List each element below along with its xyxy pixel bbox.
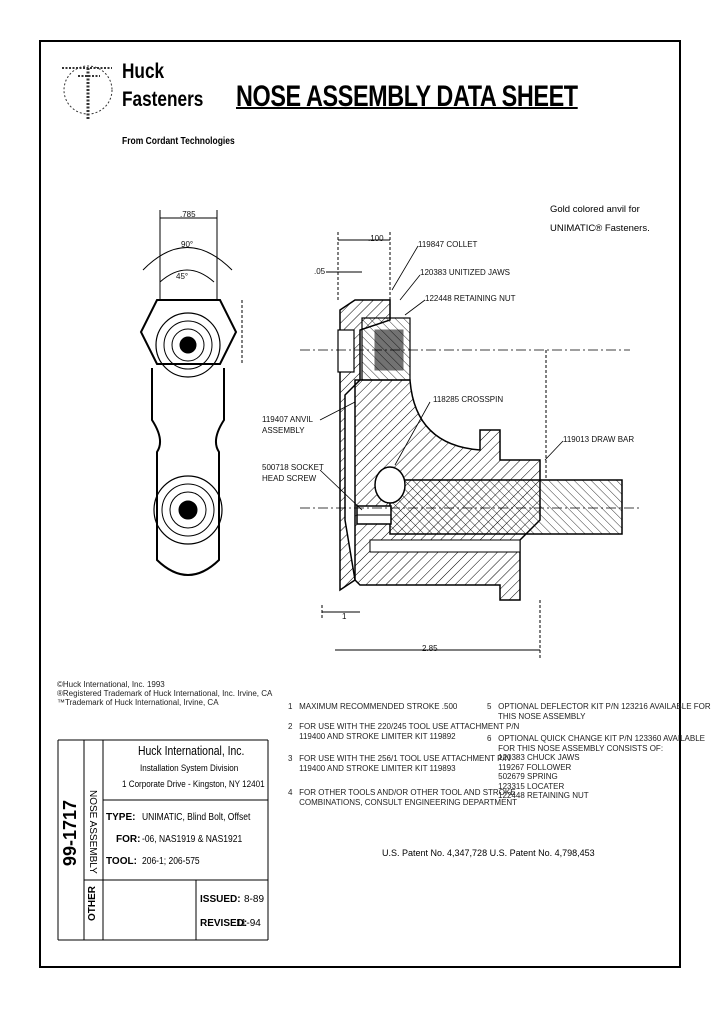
dim-width-top: .785 xyxy=(180,210,196,219)
tb-tool-value: 206-1; 206-575 xyxy=(142,856,200,867)
tb-revised-label: REVISED: xyxy=(200,918,248,929)
nose-section-view xyxy=(300,232,640,660)
logo-subtitle: From Cordant Technologies xyxy=(122,136,235,147)
note-item: 6 OPTIONAL QUICK CHANGE KIT P/N 123360 A… xyxy=(487,734,706,800)
tb-type-label: TYPE: xyxy=(106,812,136,823)
tb-for-label: FOR: xyxy=(116,834,141,845)
dim-angle-outer: 90° xyxy=(181,240,194,249)
label-collet: 119847 COLLET xyxy=(418,240,478,249)
other-label: OTHER xyxy=(87,886,98,921)
label-anvil: 119407 ANVIL ASSEMBLY xyxy=(262,415,314,435)
label-draw-bar: 119013 DRAW BAR xyxy=(563,435,635,444)
note-item: 4 FOR OTHER TOOLS AND/OR OTHER TOOL AND … xyxy=(288,788,518,807)
page-title: NOSE ASSEMBLY DATA SHEET xyxy=(236,80,578,113)
tb-type-value: UNIMATIC, Blind Bolt, Offset xyxy=(142,812,251,823)
trademark-line: ™Trademark of Huck International, Irvine… xyxy=(57,698,219,707)
dim-100: .100 xyxy=(368,234,384,243)
tb-address: 1 Corporate Drive - Kingston, NY 12401 xyxy=(122,779,265,790)
logo-huck-text: Huck xyxy=(122,60,165,83)
logo-fasteners-text: Fasteners xyxy=(122,88,204,111)
dim-overall: 2.85 xyxy=(422,644,438,653)
note-item: 1 MAXIMUM RECOMMENDED STROKE .500 xyxy=(288,702,458,711)
sheet-border xyxy=(39,40,681,968)
note-item: 5 OPTIONAL DEFLECTOR KIT P/N 123216 AVAI… xyxy=(487,702,711,721)
label-crosspin: 118285 CROSSPIN xyxy=(433,395,504,404)
dim-05: .05 xyxy=(314,267,326,276)
tb-issued-value: 8-89 xyxy=(244,894,265,905)
huck-logo-icon xyxy=(62,65,113,120)
dim-bottom-left: 1 xyxy=(342,612,347,621)
note-item: 3 FOR USE WITH THE 256/1 TOOL USE ATTACH… xyxy=(288,754,511,773)
label-socket-screw: 500718 SOCKET HEAD SCREW xyxy=(262,463,324,483)
note-item: 2 FOR USE WITH THE 220/245 TOOL USE ATTA… xyxy=(288,722,520,741)
side-label: NOSE ASSEMBLY xyxy=(87,790,98,874)
doc-number: 99-1717 xyxy=(60,800,80,867)
dim-angle-inner: 45° xyxy=(176,272,189,281)
title-block-lines xyxy=(57,739,269,941)
tb-issued-label: ISSUED: xyxy=(200,894,241,905)
label-jaws: 120383 UNITIZED JAWS xyxy=(420,268,510,277)
trademark-line: ®Registered Trademark of Huck Internatio… xyxy=(57,689,273,698)
trademark-line: ©Huck International, Inc. 1993 xyxy=(57,680,165,689)
tb-division: Installation System Division xyxy=(140,763,239,774)
anvil-note-line2: UNIMATIC® Fasteners. xyxy=(550,223,650,234)
tb-for-value: -06, NAS1919 & NAS1921 xyxy=(142,834,243,845)
patent-line: U.S. Patent No. 4,347,728 U.S. Patent No… xyxy=(382,848,595,858)
tb-tool-label: TOOL: xyxy=(106,856,137,867)
tb-company: Huck International, Inc. xyxy=(138,743,245,758)
tb-revised-value: 11-94 xyxy=(236,918,261,929)
label-retaining-nut: 122448 RETAINING NUT xyxy=(425,294,516,303)
anvil-note-line1: Gold colored anvil for xyxy=(550,204,640,215)
anvil-top-view xyxy=(139,210,243,576)
